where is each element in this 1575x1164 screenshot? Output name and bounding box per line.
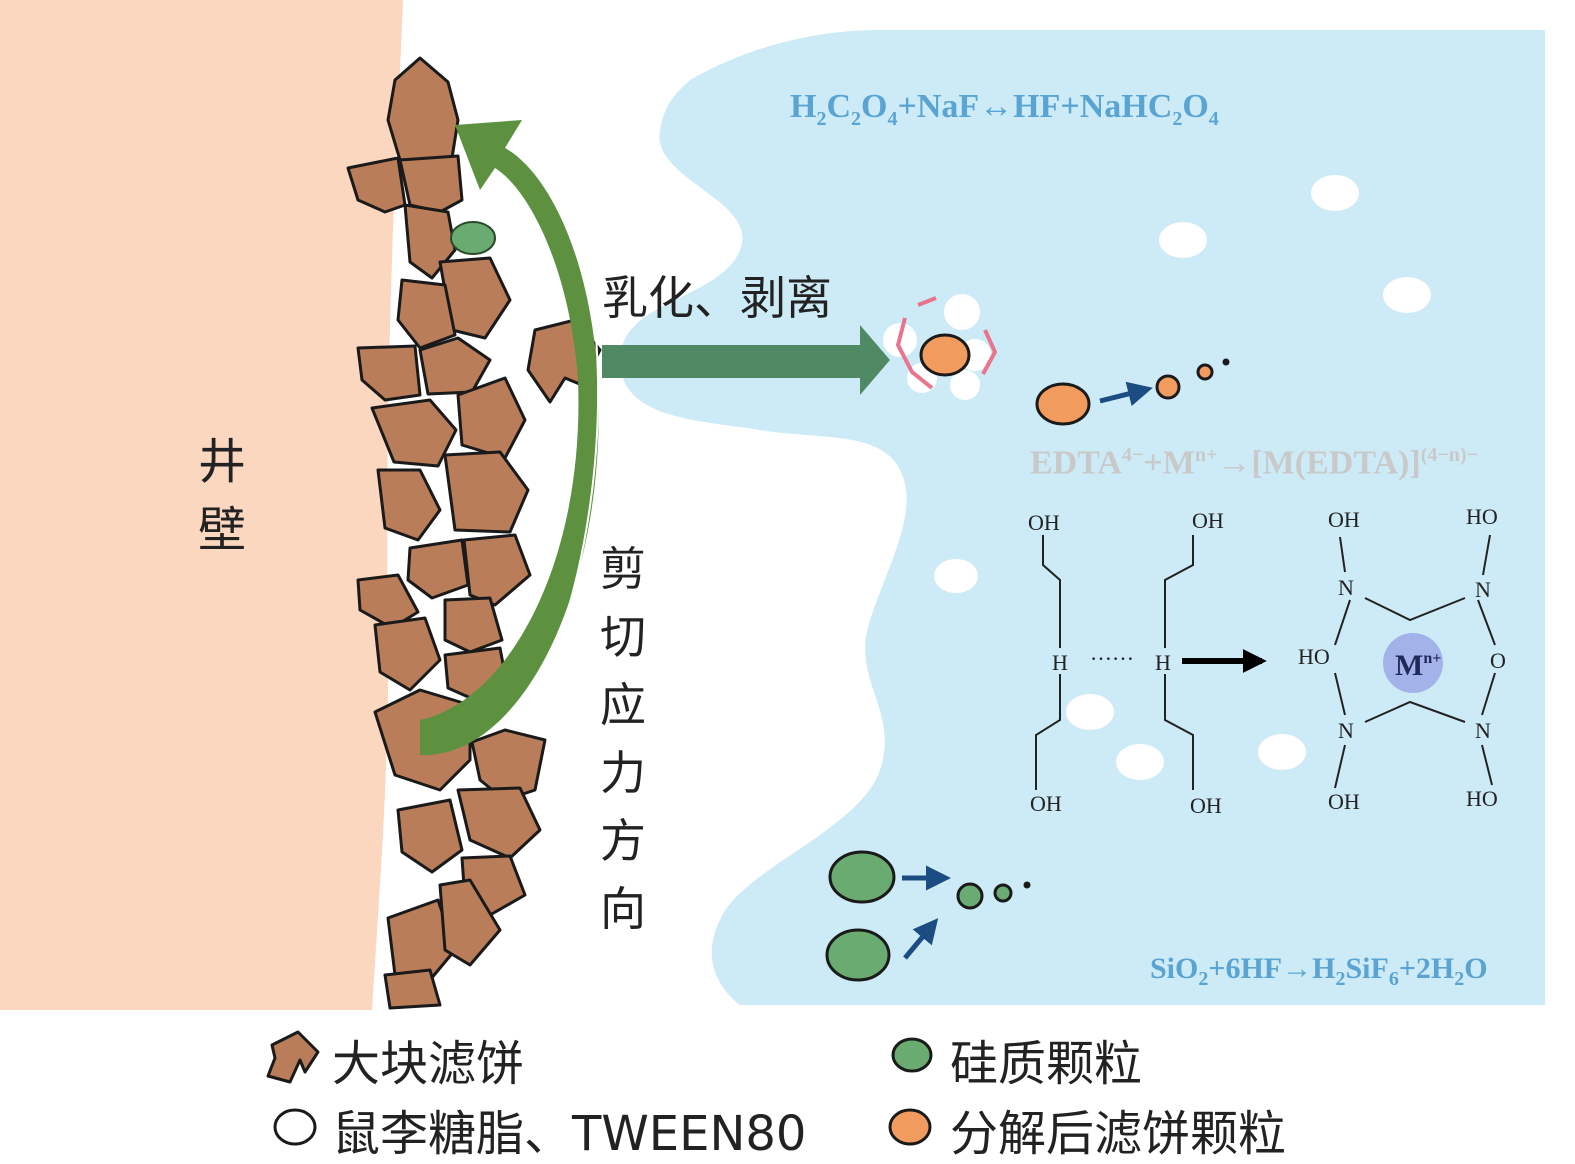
- shear-char: 力: [600, 746, 646, 800]
- shear-char: 切: [600, 610, 646, 664]
- wellbore-wall: [0, 0, 403, 1010]
- filter-cake-chunk: [443, 450, 530, 534]
- equation-oxalic: H2C2O4+NaF↔HF+NaHC2O4: [790, 88, 1219, 130]
- filter-cake-chunk: [383, 968, 442, 1010]
- filter-cake-chunk: [398, 154, 464, 214]
- filter-cake-chunk: [370, 398, 458, 468]
- chem-o-label: O: [1490, 648, 1506, 673]
- equation-edta: EDTA4−+Mn+→[M(EDTA)](4−n)−: [1030, 444, 1478, 482]
- bubbles: [934, 175, 1431, 780]
- filter-cake-chunk: [443, 596, 504, 654]
- filter-cake-chunk: [396, 798, 464, 874]
- chem-oh-label: OH: [1028, 510, 1060, 535]
- chem-n-label: N: [1338, 575, 1354, 600]
- orange-decomposition: [1035, 358, 1230, 426]
- shear-curve-arrow: [420, 120, 599, 756]
- chem-oh-label: OH: [1328, 507, 1360, 532]
- filter-cake-chunk: [376, 468, 442, 542]
- shear-guide-line: [534, 149, 600, 651]
- hydroxyl-chain-left: [1035, 535, 1061, 790]
- chem-n-label: N: [1475, 577, 1491, 602]
- filter-cake-chunk: [470, 728, 547, 802]
- legend-decomposed-particles: 分解后滤饼颗粒: [950, 1106, 1287, 1162]
- emulsify-arrow: [602, 325, 890, 395]
- filter-cake-chunk: [356, 344, 422, 402]
- hydroxyl-chain-right: [1164, 535, 1194, 790]
- filter-cake-chunk: [346, 156, 407, 214]
- legend-silica-icon: [891, 1037, 933, 1073]
- legend-surfactants: 鼠李糖脂、TWEEN80: [332, 1106, 807, 1162]
- chem-h-label: H: [1052, 650, 1068, 675]
- metal-ion-circle: [1383, 633, 1443, 693]
- shear-char: 向: [600, 882, 646, 936]
- fluid-region: [620, 30, 1545, 1005]
- legend-large-filter-cake: 大块滤饼: [332, 1036, 525, 1092]
- wellbore-label-line2: 壁: [198, 502, 247, 558]
- legend-decomposed-icon: [888, 1108, 932, 1146]
- filter-cake-chunk: [456, 376, 527, 460]
- shear-char: 方: [600, 814, 646, 868]
- chem-ho-label: HO: [1466, 786, 1498, 811]
- legend-silica-particles: 硅质颗粒: [950, 1036, 1143, 1092]
- chem-oh-label: OH: [1190, 793, 1222, 818]
- chem-labels: OH OH OH HO N N H …… H HO O N N OH OH OH…: [1028, 504, 1506, 818]
- shear-char: 应: [600, 678, 646, 732]
- legend-icons: [266, 1030, 933, 1146]
- wellbore-label-line1: 井: [198, 434, 247, 490]
- chem-h-label: H: [1155, 650, 1171, 675]
- shear-direction-label: 剪 切 应 力 方 向: [600, 535, 646, 943]
- metal-ion-label: Mn+: [1395, 649, 1441, 682]
- filter-cake-chunk: [373, 616, 442, 692]
- chem-ho-label: HO: [1466, 504, 1498, 529]
- chem-ho-label: HO: [1298, 644, 1330, 669]
- filter-cake-chunk: [438, 878, 502, 967]
- legend-cake-icon: [266, 1030, 320, 1084]
- chem-oh-label: OH: [1328, 789, 1360, 814]
- chem-n-label: N: [1475, 718, 1491, 743]
- chelate-bonds: [1334, 534, 1496, 789]
- shear-char: 剪: [600, 542, 646, 596]
- filter-cake-layer: [346, 56, 602, 1010]
- filter-cake-chunk: [456, 786, 542, 860]
- filter-cake-chunk: [462, 533, 532, 607]
- legend-surfactant-icon: [273, 1108, 317, 1146]
- emulsified-droplet: [883, 294, 998, 400]
- wellbore-label: 井 壁: [198, 428, 246, 564]
- chem-n-label: N: [1338, 718, 1354, 743]
- chem-dots-label: ……: [1090, 640, 1134, 665]
- filter-cake-chunk: [396, 278, 457, 350]
- filter-cake-chunk: [386, 898, 457, 982]
- chem-oh-label: OH: [1030, 791, 1062, 816]
- emulsify-label: 乳化、剥离: [602, 271, 832, 325]
- equation-silica: SiO2+6HF→H2SiF6+2H2O: [1150, 952, 1488, 990]
- silica-particle: [450, 221, 496, 255]
- filter-cake-chunk: [406, 538, 470, 600]
- silica-decomposition: [825, 850, 1031, 982]
- chem-oh-label: OH: [1192, 508, 1224, 533]
- filter-cake-chunk: [418, 336, 492, 396]
